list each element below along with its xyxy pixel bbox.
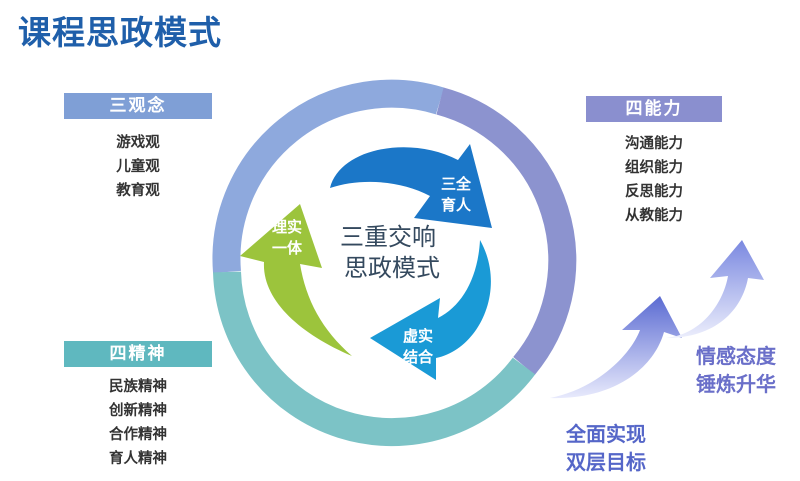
list-item: 教育观 [116,183,160,199]
rising-arrow-large [550,296,682,399]
list-item: 沟通能力 [625,136,683,152]
center-text-line1: 三重交响 [340,223,436,251]
achievement-b-line2: 锤炼升华 [696,372,776,396]
arrow-right [370,240,491,380]
list-item: 反思能力 [625,184,683,200]
achievement-b-line1: 情感态度 [696,344,776,368]
panel-si-jing-title: 四精神 [64,341,212,367]
arrow-top-label-1: 三全 [441,175,472,193]
list-item: 游戏观 [116,135,160,151]
arrow-left [240,204,352,356]
arrow-top [330,144,492,228]
panel-san-guan: 三观念 游戏观 儿童观 教育观 [64,93,212,203]
rising-arrow-small [666,240,764,338]
list-item: 合作精神 [109,427,167,443]
panel-si-jing-list: 民族精神 创新精神 合作精神 育人精神 [64,375,212,471]
arrow-right-label-1: 虚实 [403,327,433,345]
list-item: 儿童观 [116,159,160,175]
achievement-a: 全面实现 双层目标 [546,420,666,476]
panel-si-jing: 四精神 民族精神 创新精神 合作精神 育人精神 [64,341,212,471]
list-item: 创新精神 [109,403,167,419]
panel-san-guan-title: 三观念 [64,93,212,119]
panel-si-neng-list: 沟通能力 组织能力 反思能力 从教能力 [586,132,722,228]
achievement-a-line2: 双层目标 [566,450,646,474]
achievement-b: 情感态度 锤炼升华 [676,342,796,398]
list-item: 民族精神 [109,379,167,395]
list-item: 从教能力 [625,208,683,224]
panel-si-neng: 四能力 沟通能力 组织能力 反思能力 从教能力 [586,96,722,228]
list-item: 组织能力 [625,160,683,176]
arrow-left-label-1: 理实 [272,218,302,236]
page-title: 课程思政模式 [18,13,222,52]
arrow-top-label-2: 育人 [441,196,472,214]
ring-segment-top-left [212,79,445,274]
panel-san-guan-list: 游戏观 儿童观 教育观 [64,131,212,203]
arrow-right-label-2: 结合 [403,348,434,366]
ring-segment-bottom [213,271,536,447]
list-item: 育人精神 [109,451,167,467]
achievement-a-line1: 全面实现 [566,422,646,446]
panel-si-neng-title: 四能力 [586,96,722,122]
arrow-left-label-2: 一体 [272,239,303,257]
ring-segment-right [436,87,577,375]
center-text-line2: 思政模式 [344,254,440,282]
